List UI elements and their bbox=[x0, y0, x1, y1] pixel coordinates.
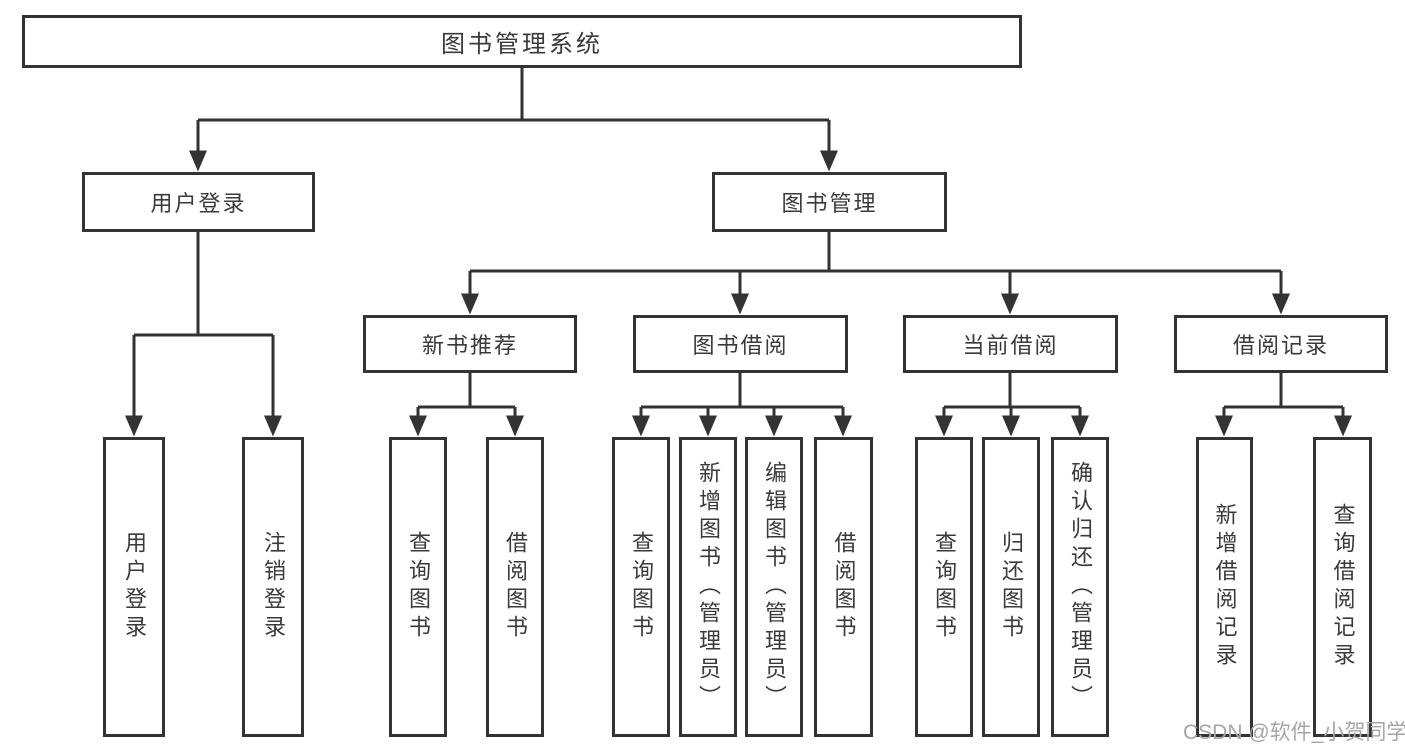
connector-book-borrowing bbox=[632, 373, 852, 437]
node-label: 编辑图书（管理员） bbox=[762, 461, 787, 713]
node-book-borrowing: 图书借阅 bbox=[633, 315, 848, 373]
node-label: 图书借阅 bbox=[692, 333, 789, 358]
node-book-management-system: 图书管理系统 bbox=[22, 15, 1022, 68]
leaf-query-books: 查询图书 bbox=[389, 437, 447, 737]
node-label: 注销登录 bbox=[261, 531, 286, 643]
node-label: 图书管理系统 bbox=[441, 31, 603, 58]
leaf-edit-books-admin: 编辑图书（管理员） bbox=[745, 437, 803, 737]
node-label: 查询图书 bbox=[629, 531, 654, 643]
leaf-add-borrowing-record: 新增借阅记录 bbox=[1196, 437, 1253, 737]
node-label: 当前借阅 bbox=[962, 333, 1059, 358]
node-label: 用户登录 bbox=[122, 531, 147, 643]
node-label: 查询图书 bbox=[932, 531, 957, 643]
leaf-logout: 注销登录 bbox=[242, 437, 304, 737]
node-label: 确认归还（管理员） bbox=[1068, 461, 1093, 713]
connector-root bbox=[189, 68, 838, 172]
node-label: 借阅记录 bbox=[1232, 333, 1329, 358]
node-label: 查询借阅记录 bbox=[1330, 503, 1356, 671]
node-label: 归还图书 bbox=[999, 531, 1024, 643]
leaf-query-books: 查询图书 bbox=[612, 437, 670, 737]
leaf-return-books: 归还图书 bbox=[982, 437, 1040, 737]
leaf-user-login: 用户登录 bbox=[103, 437, 165, 737]
node-label: 借阅图书 bbox=[503, 531, 528, 643]
leaf-borrow-books: 借阅图书 bbox=[814, 437, 873, 737]
node-label: 查询图书 bbox=[406, 531, 431, 643]
leaf-add-books-admin: 新增图书（管理员） bbox=[679, 437, 737, 737]
node-new-book-recommendation: 新书推荐 bbox=[363, 315, 577, 373]
node-current-borrowing: 当前借阅 bbox=[903, 315, 1118, 373]
leaf-query-borrowing-record: 查询借阅记录 bbox=[1313, 437, 1372, 737]
node-label: 新书推荐 bbox=[421, 333, 518, 358]
node-label: 图书管理 bbox=[781, 191, 878, 216]
connector-current-borrowing bbox=[935, 373, 1089, 437]
leaf-confirm-return-admin: 确认归还（管理员） bbox=[1051, 437, 1109, 737]
connector-new-book-recommendation bbox=[409, 373, 524, 437]
connector-book-management bbox=[461, 232, 1290, 315]
connector-user-login bbox=[125, 232, 282, 437]
node-book-management: 图书管理 bbox=[712, 172, 947, 232]
node-label: 新增图书（管理员） bbox=[696, 461, 721, 713]
node-label: 借阅图书 bbox=[831, 531, 857, 643]
leaf-borrow-books: 借阅图书 bbox=[486, 437, 544, 737]
node-user-login: 用户登录 bbox=[82, 172, 315, 232]
node-label: 新增借阅记录 bbox=[1212, 503, 1238, 671]
node-label: 用户登录 bbox=[150, 191, 247, 216]
connector-borrowing-records bbox=[1215, 373, 1352, 437]
leaf-query-books: 查询图书 bbox=[915, 437, 973, 737]
csdn-watermark: CSDN @软件_小贺同学 bbox=[1183, 721, 1405, 744]
node-borrowing-records: 借阅记录 bbox=[1174, 315, 1388, 373]
